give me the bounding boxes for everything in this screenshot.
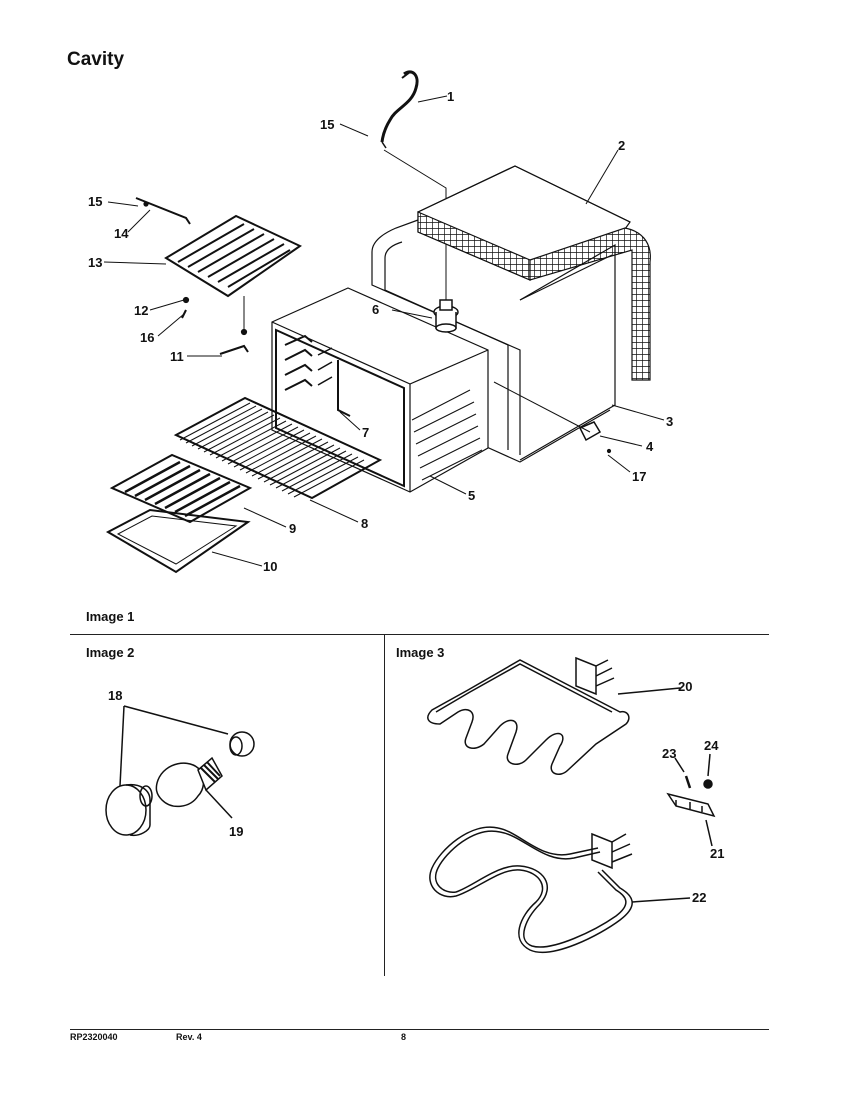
callout-15-left: 15 (88, 194, 102, 209)
broil-element-part (429, 826, 691, 954)
callout-13: 13 (88, 255, 102, 270)
image-1-label: Image 1 (86, 609, 135, 624)
callout-8: 8 (361, 516, 368, 531)
footer-divider (70, 1029, 769, 1030)
callout-4: 4 (646, 439, 654, 454)
callout-20: 20 (678, 679, 692, 694)
callout-16: 16 (140, 330, 154, 345)
page-title: Cavity (67, 49, 125, 70)
callout-17: 17 (632, 469, 646, 484)
callout-24: 24 (704, 738, 719, 753)
broil-pan-grid-part (109, 453, 253, 524)
image-column-divider (384, 635, 385, 976)
callout-10: 10 (263, 559, 277, 574)
rack-support-part (337, 360, 351, 417)
upper-rack-part (135, 197, 302, 355)
callout-14: 14 (114, 226, 129, 241)
bracket-part (493, 381, 612, 454)
bake-element-part (427, 656, 681, 775)
image-3-label: Image 3 (396, 645, 445, 660)
callout-2: 2 (618, 138, 625, 153)
footer-page-number: 8 (401, 1032, 407, 1042)
callout-22: 22 (692, 890, 706, 905)
callout-21: 21 (710, 846, 724, 861)
leader-lines (103, 95, 665, 567)
insulation-blanket-part (417, 165, 651, 381)
callout-19: 19 (229, 824, 243, 839)
callout-3: 3 (666, 414, 673, 429)
callout-18: 18 (108, 688, 122, 703)
footer-revision: Rev. 4 (176, 1032, 202, 1042)
callout-23: 23 (662, 746, 676, 761)
callout-12: 12 (134, 303, 148, 318)
callout-11: 11 (170, 349, 184, 364)
callout-7: 7 (362, 425, 369, 440)
section-divider (70, 634, 769, 635)
image-2-label: Image 2 (86, 645, 135, 660)
terminal-block-part (666, 753, 716, 847)
callout-6: 6 (372, 302, 379, 317)
callout-9: 9 (289, 521, 296, 536)
lamp-assembly (105, 705, 255, 837)
broil-pan-part (105, 508, 251, 574)
oven-liner-part (271, 287, 489, 493)
footer-part-number: RP2320040 (70, 1032, 118, 1042)
callout-15-top: 15 (320, 117, 334, 132)
vent-tube-part (380, 70, 447, 300)
callout-1: 1 (447, 89, 454, 104)
light-receptacle-part (433, 299, 459, 333)
callout-labels: 1 2 3 4 5 6 7 8 9 10 11 12 13 14 15 15 1… (88, 89, 724, 905)
oven-rack-part (173, 396, 383, 500)
callout-5: 5 (468, 488, 475, 503)
